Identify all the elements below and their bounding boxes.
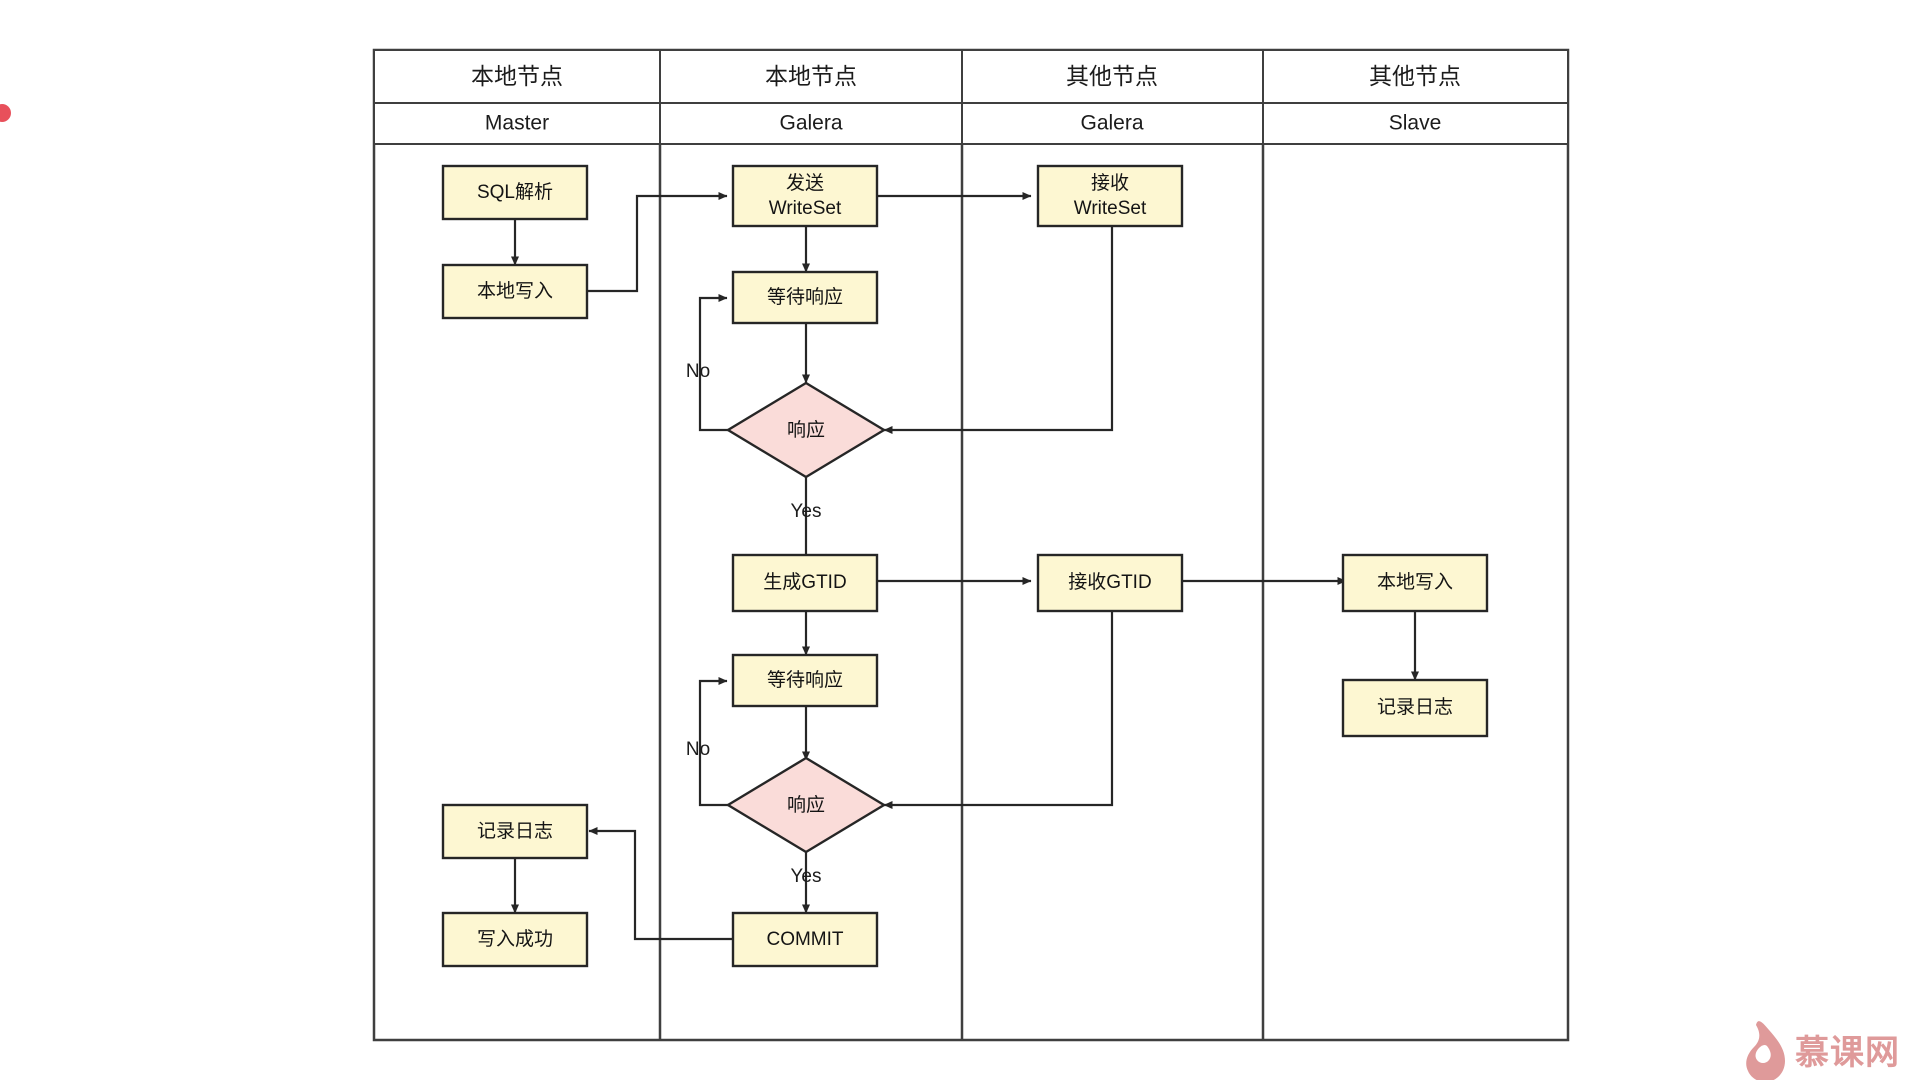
- watermark-logo: 慕课网: [1746, 1021, 1900, 1080]
- lane-subtitle-3: Galera: [1080, 112, 1143, 135]
- node-wait-response-2-label: 等待响应: [767, 669, 843, 691]
- node-wait-response-1[interactable]: 等待响应: [731, 270, 879, 325]
- node-recv-writeset-label-line1: 接收: [1091, 172, 1129, 194]
- edge-accent-dot: [0, 104, 11, 122]
- node-write-success[interactable]: 写入成功: [441, 911, 589, 968]
- node-write-success-label: 写入成功: [477, 928, 553, 950]
- edge-label-no-1: No: [686, 361, 710, 382]
- lane-subheader-cell-4: [1262, 102, 1569, 145]
- node-commit[interactable]: COMMIT: [731, 911, 879, 968]
- node-sql-parse-label: SQL解析: [477, 181, 553, 203]
- edge-localwrite-to-sendwriteset: [587, 192, 728, 293]
- node-log-master-label: 记录日志: [477, 820, 553, 842]
- edge-label-yes-2: Yes: [791, 866, 822, 887]
- lane-subtitle-4: Slave: [1389, 112, 1442, 135]
- node-log-slave[interactable]: 记录日志: [1341, 678, 1489, 738]
- node-send-writeset[interactable]: 发送 WriteSet: [731, 164, 879, 228]
- node-decision-response-2[interactable]: 响应: [725, 756, 887, 854]
- edge-decision2-no-loop: [698, 677, 736, 807]
- lane-title-1: 本地节点: [471, 63, 563, 89]
- node-log-slave-label: 记录日志: [1377, 696, 1453, 718]
- node-local-write-master[interactable]: 本地写入: [441, 263, 589, 320]
- node-generate-gtid[interactable]: 生成GTID: [731, 553, 879, 613]
- node-recv-writeset-label-line2: WriteSet: [1074, 198, 1147, 219]
- watermark-label: 慕课网: [1795, 1034, 1900, 1072]
- node-sql-parse[interactable]: SQL解析: [441, 164, 589, 221]
- lane-subheader-cell-3: [961, 102, 1264, 145]
- flame-icon-inner: [1755, 1044, 1771, 1063]
- lane-subheader-cell-1: [373, 102, 661, 145]
- node-decision-response-2-label: 响应: [787, 794, 825, 816]
- edge-recvwriteset-to-decision1: [883, 226, 1114, 434]
- lane-header-cell-2: [659, 49, 963, 104]
- node-send-writeset-label-line1: 发送: [786, 172, 824, 194]
- lane-subheader-cell-2: [659, 102, 963, 145]
- node-decision-response-1[interactable]: 响应: [725, 381, 887, 479]
- node-wait-response-2[interactable]: 等待响应: [731, 653, 879, 708]
- node-receive-gtid-label: 接收GTID: [1068, 571, 1151, 593]
- lane-title-3: 其他节点: [1066, 63, 1158, 89]
- node-send-writeset-label-line2: WriteSet: [769, 198, 842, 219]
- edge-label-yes-1: Yes: [791, 501, 822, 522]
- node-decision-response-1-label: 响应: [787, 419, 825, 441]
- node-log-master[interactable]: 记录日志: [441, 803, 589, 860]
- node-local-write-slave[interactable]: 本地写入: [1341, 553, 1489, 613]
- node-receive-gtid[interactable]: 接收GTID: [1036, 553, 1184, 613]
- node-wait-response-1-label: 等待响应: [767, 286, 843, 308]
- lane-subtitle-1: Master: [485, 112, 549, 135]
- lane-title-4: 其他节点: [1369, 63, 1461, 89]
- node-generate-gtid-label: 生成GTID: [763, 571, 846, 593]
- lane-subtitle-2: Galera: [779, 112, 842, 135]
- edge-recvgtid-to-decision2: [883, 611, 1114, 809]
- node-local-write-master-label: 本地写入: [477, 280, 553, 302]
- edge-decision1-no-loop: [698, 294, 736, 432]
- edge-label-no-2: No: [686, 739, 710, 760]
- edge-commit-to-masterlog: [588, 827, 734, 941]
- lane-title-2: 本地节点: [765, 63, 857, 89]
- lane-header-cell-4: [1262, 49, 1569, 104]
- node-local-write-slave-label: 本地写入: [1377, 571, 1453, 593]
- node-recv-writeset[interactable]: 接收 WriteSet: [1036, 164, 1184, 228]
- node-commit-label: COMMIT: [766, 929, 843, 950]
